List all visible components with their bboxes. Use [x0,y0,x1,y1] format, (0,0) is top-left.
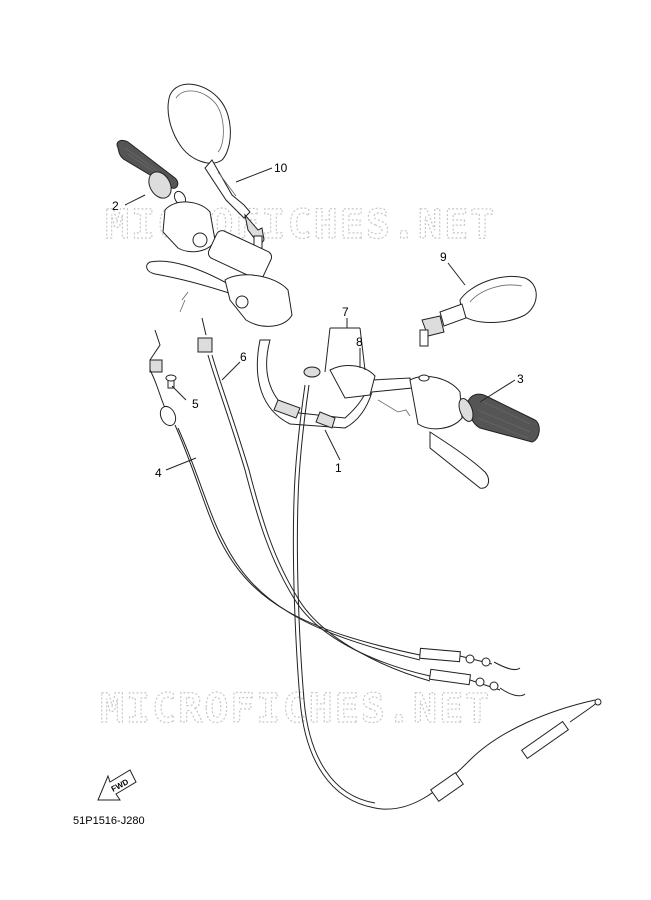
callout-5: 5 [192,397,199,411]
handlebar [256,339,413,429]
callout-2: 2 [112,199,119,213]
bolt-5 [165,374,177,389]
callout-9: 9 [440,250,447,264]
callout-6: 6 [240,350,247,364]
fwd-arrow-icon: FWD [97,769,137,801]
left-grip [116,139,187,206]
callout-8: 8 [356,335,363,349]
callout-3: 3 [517,372,524,386]
leader-lines [124,167,516,471]
diagram-code: 51P1516-J280 [73,815,145,827]
cable-4 [149,329,521,671]
callout-10: 10 [274,161,288,175]
callout-4: 4 [155,466,162,480]
cable-6 [197,317,526,697]
left-switch-lever [146,201,293,327]
callout-7: 7 [342,305,349,319]
callout-1: 1 [335,461,342,475]
right-mirror [418,276,537,382]
cable-7 [292,384,602,810]
left-mirror [167,83,265,250]
watermark-bottom: MICROFICHES.NET [100,686,491,732]
